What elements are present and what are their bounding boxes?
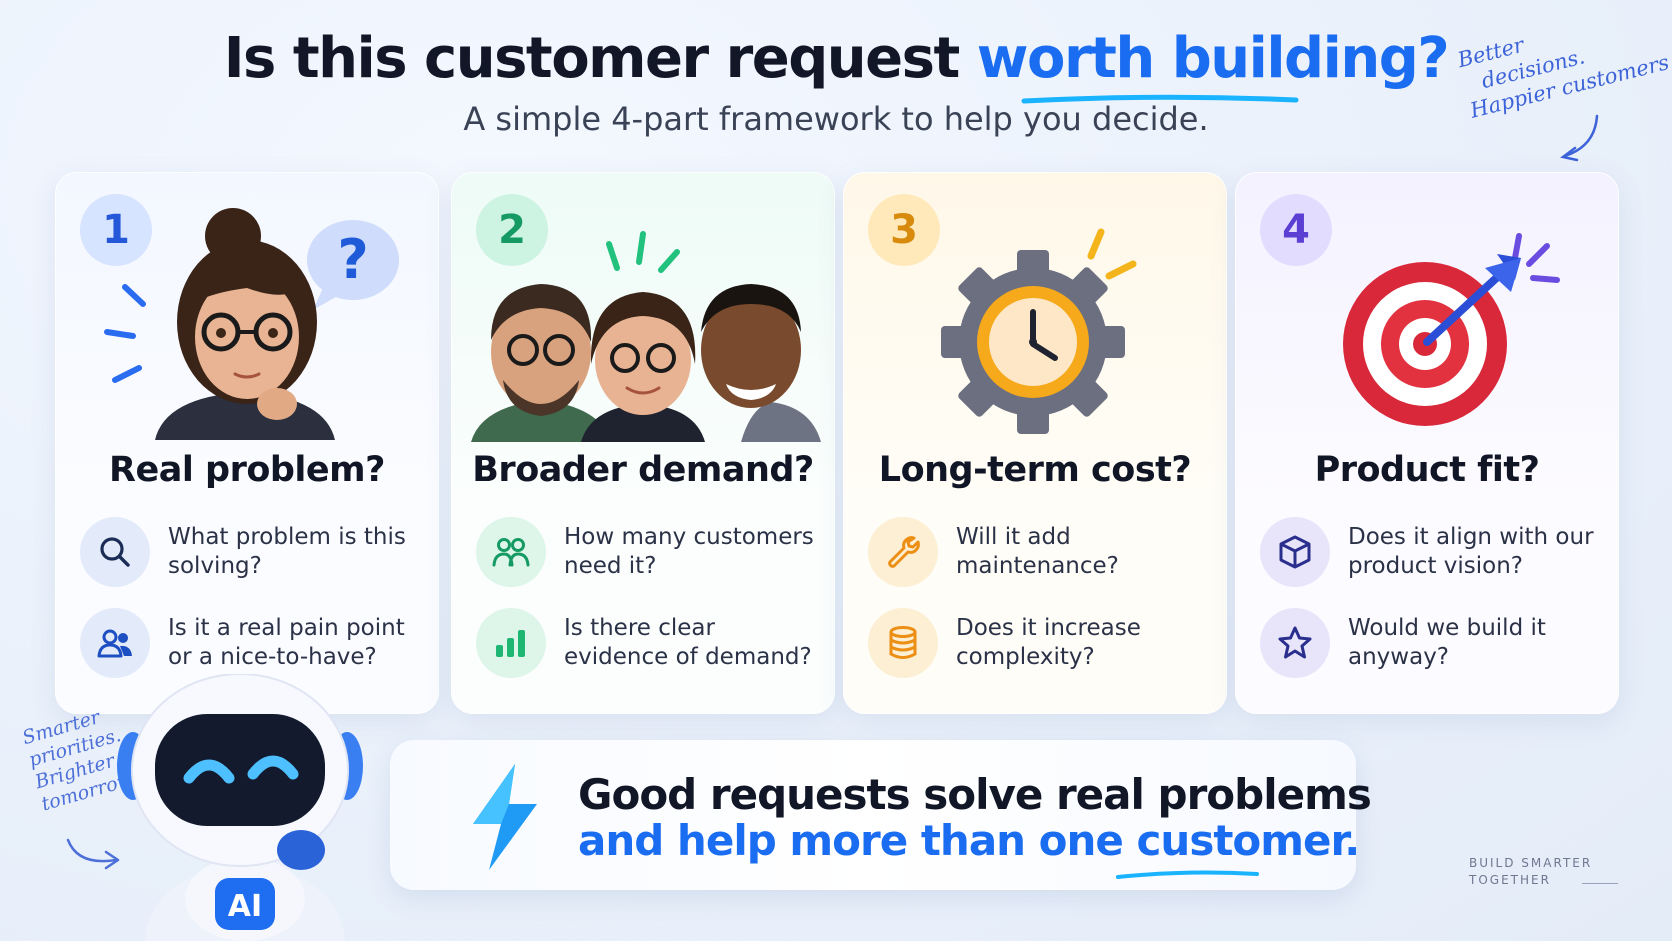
card-title: Product fit? [1314,450,1540,490]
item-text: Is there clear evidence of demand? [564,615,812,670]
item-text: Would we build it anyway? [1348,615,1546,670]
item-text: Does it align with our product vision? [1348,524,1594,579]
group-people-illustration [471,231,821,442]
list-item: Would we build it anyway? [1260,608,1600,682]
arrow-icon [66,838,120,870]
step-number-badge: 2 [476,194,548,266]
title-accent: worth building? [976,26,1450,91]
item-text: What problem is this solving? [168,524,406,579]
list-item: What problem is this solving? [80,517,420,591]
question-bubble-icon: ? [307,220,399,310]
wrench-icon [868,517,938,587]
item-text: Will it add maintenance? [956,524,1119,579]
card-broader-demand: 2 Broader demand? How many customers nee… [451,172,835,714]
item-text: How many customers need it? [564,524,814,579]
star-icon [1260,608,1330,678]
arrow-icon [1560,114,1599,162]
step-number-badge: 4 [1260,194,1332,266]
card-long-term-cost: 3 Long-term cost? Will it add maintenanc… [843,172,1227,714]
thinking-woman-illustration: ? [104,208,399,440]
cube-icon [1260,517,1330,587]
page-title: Is this customer request worth building? [0,26,1672,91]
database-icon [868,608,938,678]
takeaway-line-1: Good requests solve real problems [578,770,1372,819]
card-title: Real problem? [109,450,385,490]
gear-clock-illustration [941,228,1137,434]
step-number-badge: 1 [80,194,152,266]
footer-line-2: TOGETHER [1469,873,1551,887]
footer-divider [1582,883,1618,884]
item-text: Does it increase complexity? [956,615,1141,670]
list-item: Does it increase complexity? [868,608,1208,682]
card-real-problem: ? 1 Real problem? What problem is this s… [55,172,439,714]
key-takeaway-banner: Good requests solve real problems and he… [390,740,1372,890]
takeaway-line-2: and help more than one customer. [578,816,1360,865]
footer-line-1: BUILD SMARTER [1469,856,1593,870]
takeaway-underline [1116,870,1259,879]
title-main: Is this customer request [223,26,977,91]
users-icon [80,608,150,678]
target-illustration [1343,233,1560,426]
list-item: Will it add maintenance? [868,517,1208,591]
list-item: Does it align with our product vision? [1260,517,1600,591]
people-icon [476,517,546,587]
list-item: How many customers need it? [476,517,816,591]
footer-tagline: BUILD SMARTER TOGETHER [1469,855,1592,889]
list-item: Is there clear evidence of demand? [476,608,816,682]
svg-text:?: ? [337,228,368,291]
list-item: Is it a real pain point or a nice-to-hav… [80,608,420,682]
item-text: Is it a real pain point or a nice-to-hav… [168,615,405,670]
title-underline [1021,94,1299,104]
ai-robot-mascot: AI [117,674,363,941]
search-icon [80,517,150,587]
page-subtitle: A simple 4-part framework to help you de… [463,100,1209,138]
card-product-fit: 4 Product fit? Does it align with our pr… [1235,172,1619,714]
card-title: Broader demand? [472,450,814,490]
card-title: Long-term cost? [878,450,1192,490]
lightning-bolt-icon [473,764,537,870]
robot-badge: AI [228,889,262,924]
bar-chart-icon [476,608,546,678]
step-number-badge: 3 [868,194,940,266]
